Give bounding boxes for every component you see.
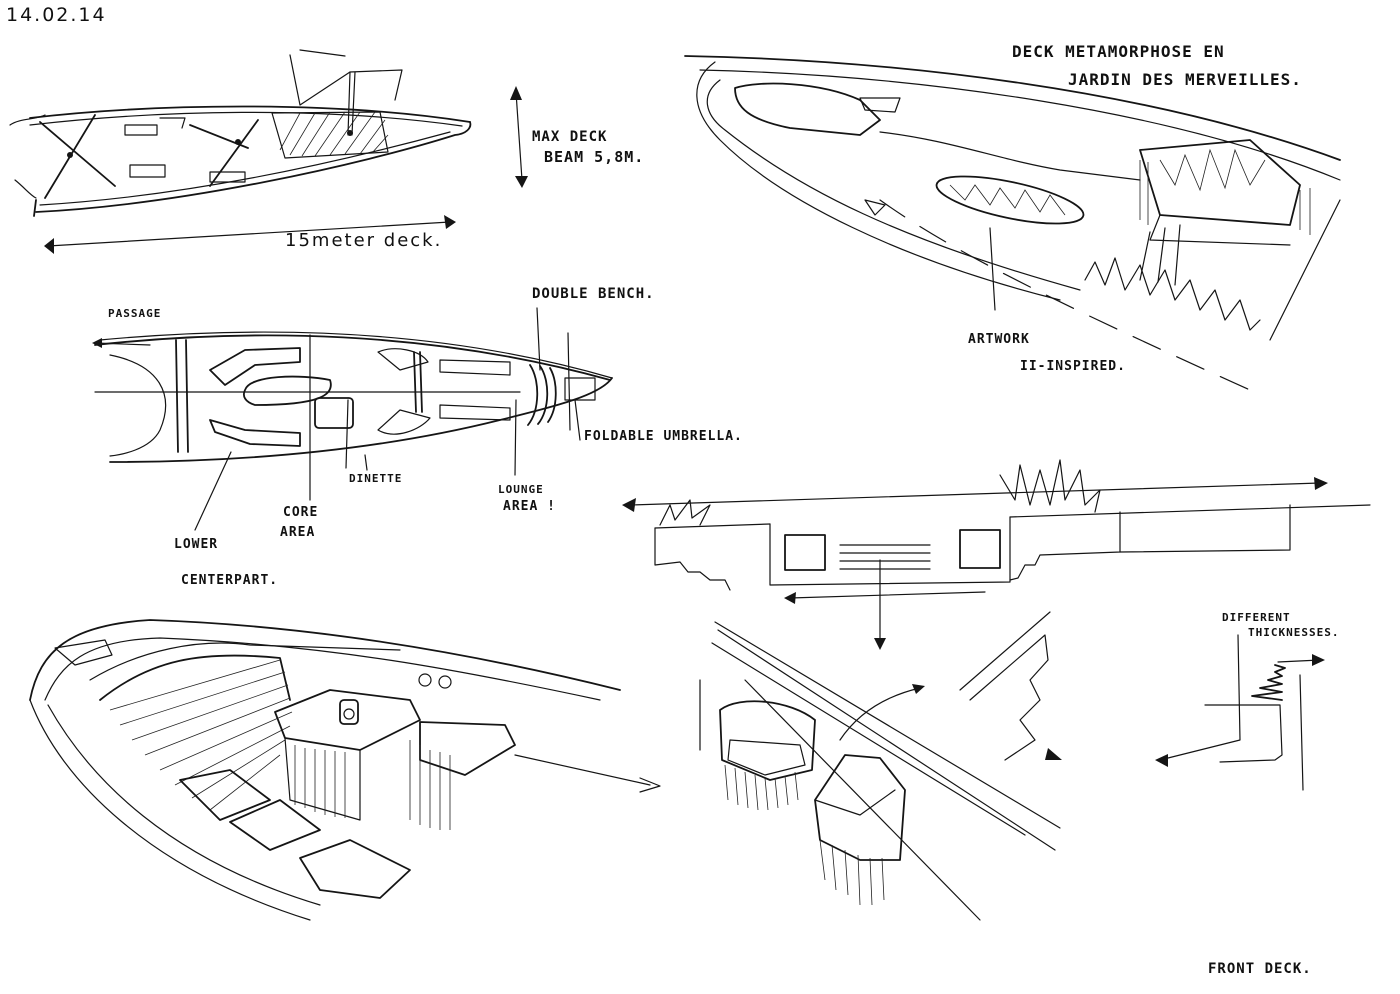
- label-thickness-line1: DIFFERENT: [1222, 611, 1291, 624]
- label-foldable-umbrella: FOLDABLE UMBRELLA.: [584, 429, 743, 444]
- front-deck-perspective-right: [699, 611, 1325, 921]
- brace-joint: [235, 139, 241, 145]
- label-lounge-line1: LOUNGE: [498, 483, 544, 496]
- deck-overview-sketch: [9, 49, 528, 254]
- label-core-line2: AREA: [280, 525, 316, 540]
- deck-plan-sketch: [92, 307, 613, 531]
- sheet-title-line1: DECK METAMORPHOSE EN: [1012, 42, 1225, 61]
- label-core-line1: CORE: [283, 505, 319, 520]
- label-lower-line2: CENTERPART.: [181, 573, 279, 588]
- length-label: 15meter deck.: [285, 230, 443, 251]
- label-passage: PASSAGE: [108, 307, 162, 320]
- beam-label-line2: BEAM 5,8M.: [544, 148, 645, 166]
- label-double-bench: DOUBLE BENCH.: [532, 286, 655, 302]
- label-artwork-line1: ARTWORK: [968, 332, 1030, 347]
- length-dimension-line: [47, 221, 451, 247]
- shade-hatching: [279, 111, 389, 157]
- beam-dimension-line: [515, 91, 523, 181]
- sheet-title-line2: JARDIN DES MERVEILLES.: [1068, 70, 1302, 89]
- deck-section-sketch: [622, 459, 1371, 650]
- label-lower-line1: LOWER: [174, 537, 219, 552]
- artwork-oval: [935, 175, 1085, 225]
- label-lounge-line2: AREA !: [503, 499, 556, 514]
- label-dinette: DINETTE: [349, 472, 403, 485]
- beam-label-line1: MAX DECK: [532, 129, 608, 145]
- label-thickness-line2: THICKNESSES.: [1248, 626, 1340, 639]
- deck-planks: [109, 659, 293, 811]
- front-deck-perspective-left: [29, 619, 661, 921]
- garden-deck-perspective: [684, 55, 1341, 391]
- label-artwork-line2: II-INSPIRED.: [1020, 359, 1126, 374]
- brace-joint: [67, 152, 73, 158]
- arrowhead-left-icon: [44, 238, 54, 254]
- sheet-date: 14.02.14: [6, 4, 107, 26]
- arrowhead-right-icon: [444, 215, 456, 229]
- footer-label: FRONT DECK.: [1208, 961, 1312, 977]
